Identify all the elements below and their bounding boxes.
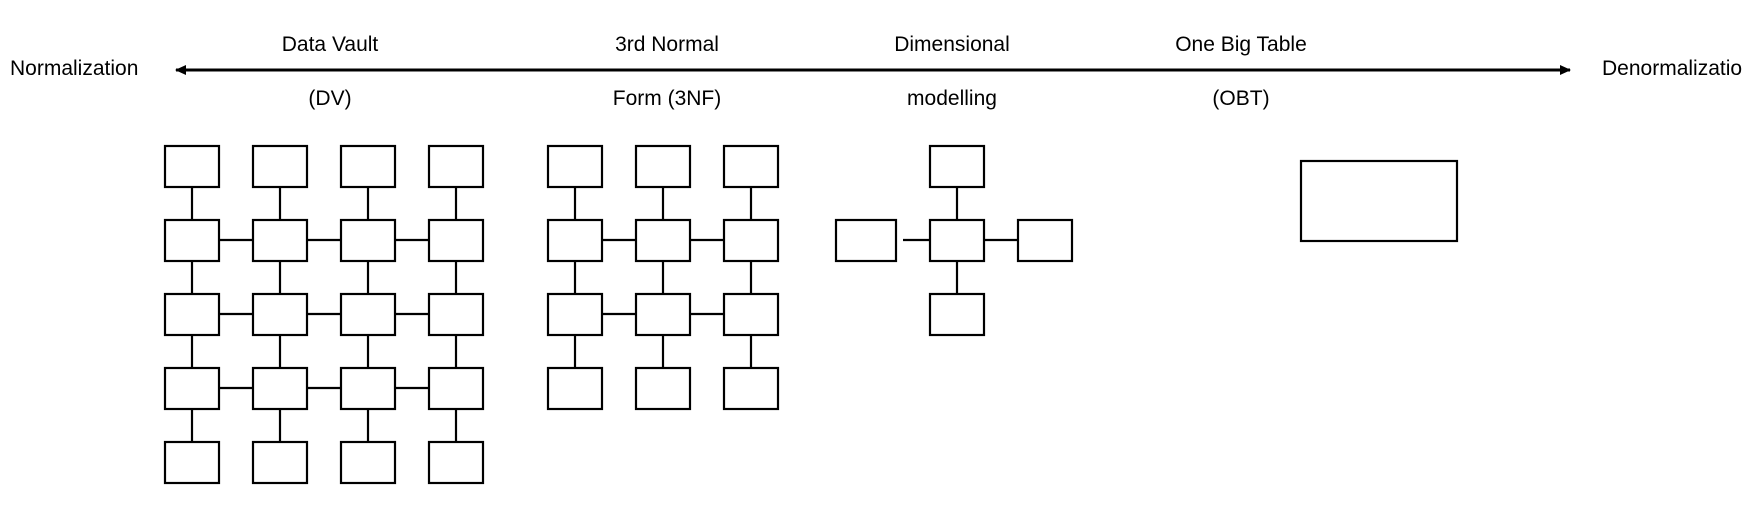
table-box xyxy=(634,144,692,189)
table-box xyxy=(339,144,397,189)
axis-label-normalization: Normalization xyxy=(10,57,139,80)
dim-connectors xyxy=(903,187,1018,294)
group-title-3nf: 3rd Normal Form (3NF) xyxy=(537,4,797,112)
table-box xyxy=(339,440,397,485)
table-box xyxy=(251,440,309,485)
dv-connectors xyxy=(190,187,458,442)
tnf-connectors xyxy=(573,187,753,368)
table-box xyxy=(722,366,780,411)
dimension-box-left xyxy=(834,218,898,263)
table-box xyxy=(427,218,485,263)
table-box xyxy=(251,366,309,411)
table-box xyxy=(339,366,397,411)
table-box xyxy=(163,218,221,263)
schema-group-dimensional-modelling xyxy=(834,144,1074,337)
table-box xyxy=(634,366,692,411)
table-box xyxy=(427,440,485,485)
one-big-table-box xyxy=(1299,159,1459,243)
dimension-box-right xyxy=(1016,218,1074,263)
group-title-line-2: (OBT) xyxy=(1212,87,1270,110)
table-box xyxy=(427,144,485,189)
schema-group-3nf xyxy=(546,144,780,411)
group-title-line-1: 3rd Normal xyxy=(615,33,719,56)
group-title-dimensional-modelling: Dimensional modelling xyxy=(822,4,1082,112)
dimension-box-top xyxy=(928,144,986,189)
table-box xyxy=(546,366,604,411)
table-box xyxy=(251,218,309,263)
schema-group-one-big-table xyxy=(1299,159,1459,243)
group-title-data-vault: Data Vault (DV) xyxy=(200,4,460,112)
group-title-line-1: Data Vault xyxy=(281,33,379,56)
dimension-box-bottom xyxy=(928,292,986,337)
table-box xyxy=(634,218,692,263)
table-box xyxy=(427,366,485,411)
fact-box-center xyxy=(928,218,986,263)
table-box xyxy=(427,292,485,337)
table-box xyxy=(722,218,780,263)
group-title-line-2: Form (3NF) xyxy=(612,87,722,110)
table-box xyxy=(163,144,221,189)
table-box xyxy=(722,292,780,337)
table-box xyxy=(163,366,221,411)
table-box xyxy=(634,292,692,337)
table-box xyxy=(722,144,780,189)
group-title-line-1: One Big Table xyxy=(1175,33,1307,56)
tnf-boxes xyxy=(546,144,780,411)
group-title-one-big-table: One Big Table (OBT) xyxy=(1111,4,1371,112)
group-title-line-2: modelling xyxy=(907,87,997,110)
group-title-line-1: Dimensional xyxy=(894,33,1010,56)
table-box xyxy=(546,144,604,189)
dv-boxes xyxy=(163,144,485,485)
table-box xyxy=(163,440,221,485)
table-box xyxy=(251,292,309,337)
group-title-line-2: (DV) xyxy=(308,87,352,110)
table-box xyxy=(546,292,604,337)
table-box xyxy=(339,292,397,337)
table-box xyxy=(546,218,604,263)
table-box xyxy=(163,292,221,337)
dim-boxes xyxy=(834,144,1074,337)
table-box xyxy=(339,218,397,263)
schema-group-data-vault xyxy=(163,144,485,485)
table-box xyxy=(251,144,309,189)
axis-label-denormalization: Denormalization xyxy=(1602,57,1742,80)
